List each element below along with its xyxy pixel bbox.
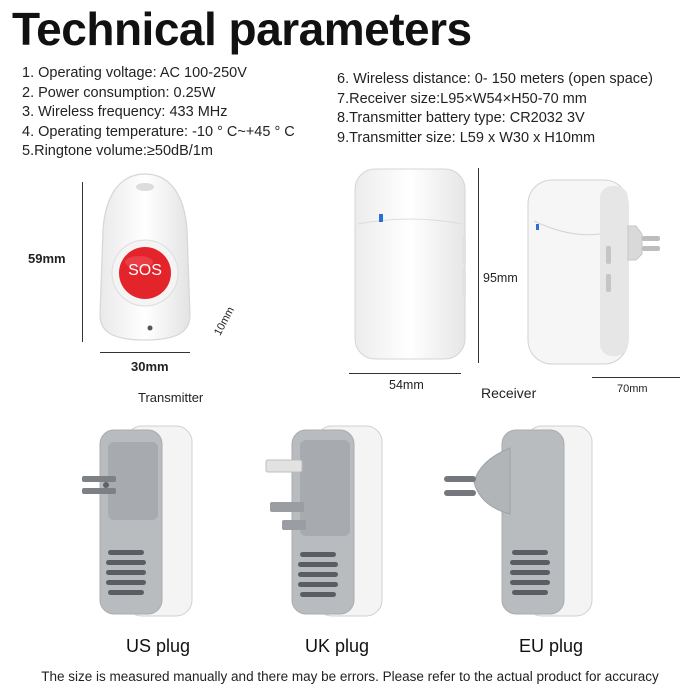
us-plug-image [82,425,193,617]
params-list-left: 1. Operating voltage: AC 100-250V 2. Pow… [22,64,295,162]
transmitter-caption: Transmitter [138,390,204,405]
transmitter-height-line [82,182,83,342]
param-item: 2. Power consumption: 0.25W [22,84,216,101]
param-item: 7.Receiver size:L95×W54×H50-70 mm [337,90,587,107]
transmitter-width-line [100,352,190,353]
uk-plug-image [265,425,383,617]
receiver-height-label: 95mm [483,271,518,285]
param-item: 1. Operating voltage: AC 100-250V [22,65,247,81]
receiver-front-image [354,168,466,360]
param-item: 4. Operating temperature: -10 ° C~+45 ° … [22,123,295,140]
receiver-height-line [478,168,479,363]
param-item: 8.Transmitter battery type: CR2032 3V [337,110,585,126]
footer-note: The size is measured manually and there … [41,669,659,684]
receiver-depth-line [592,377,680,378]
eu-plug-label: EU plug [518,636,584,656]
transmitter-width-label: 30mm [131,359,169,374]
uk-plug-label: UK plug [304,636,370,656]
params-list-right: 6. Wireless distance: 0- 150 meters (ope… [337,70,653,148]
param-item: 5.Ringtone volume:≥50dB/1m [22,143,213,159]
receiver-width-line [349,373,461,374]
receiver-depth-label: 70mm [617,383,648,395]
transmitter-height-label: 59mm [28,251,66,266]
transmitter-depth-label: 10mm [212,305,237,338]
sos-button-label: SOS [128,262,162,279]
eu-plug-image [444,425,593,617]
us-plug-label: US plug [125,636,191,656]
page-title: Technical parameters [12,3,472,55]
receiver-width-label: 54mm [389,378,424,392]
param-item: 9.Transmitter size: L59 x W30 x H10mm [337,129,596,146]
param-item: 6. Wireless distance: 0- 150 meters (ope… [337,71,653,87]
receiver-caption: Receiver [481,385,537,401]
transmitter-image [99,173,191,341]
param-item: 3. Wireless frequency: 433 MHz [22,104,228,120]
receiver-side-image [527,179,660,365]
